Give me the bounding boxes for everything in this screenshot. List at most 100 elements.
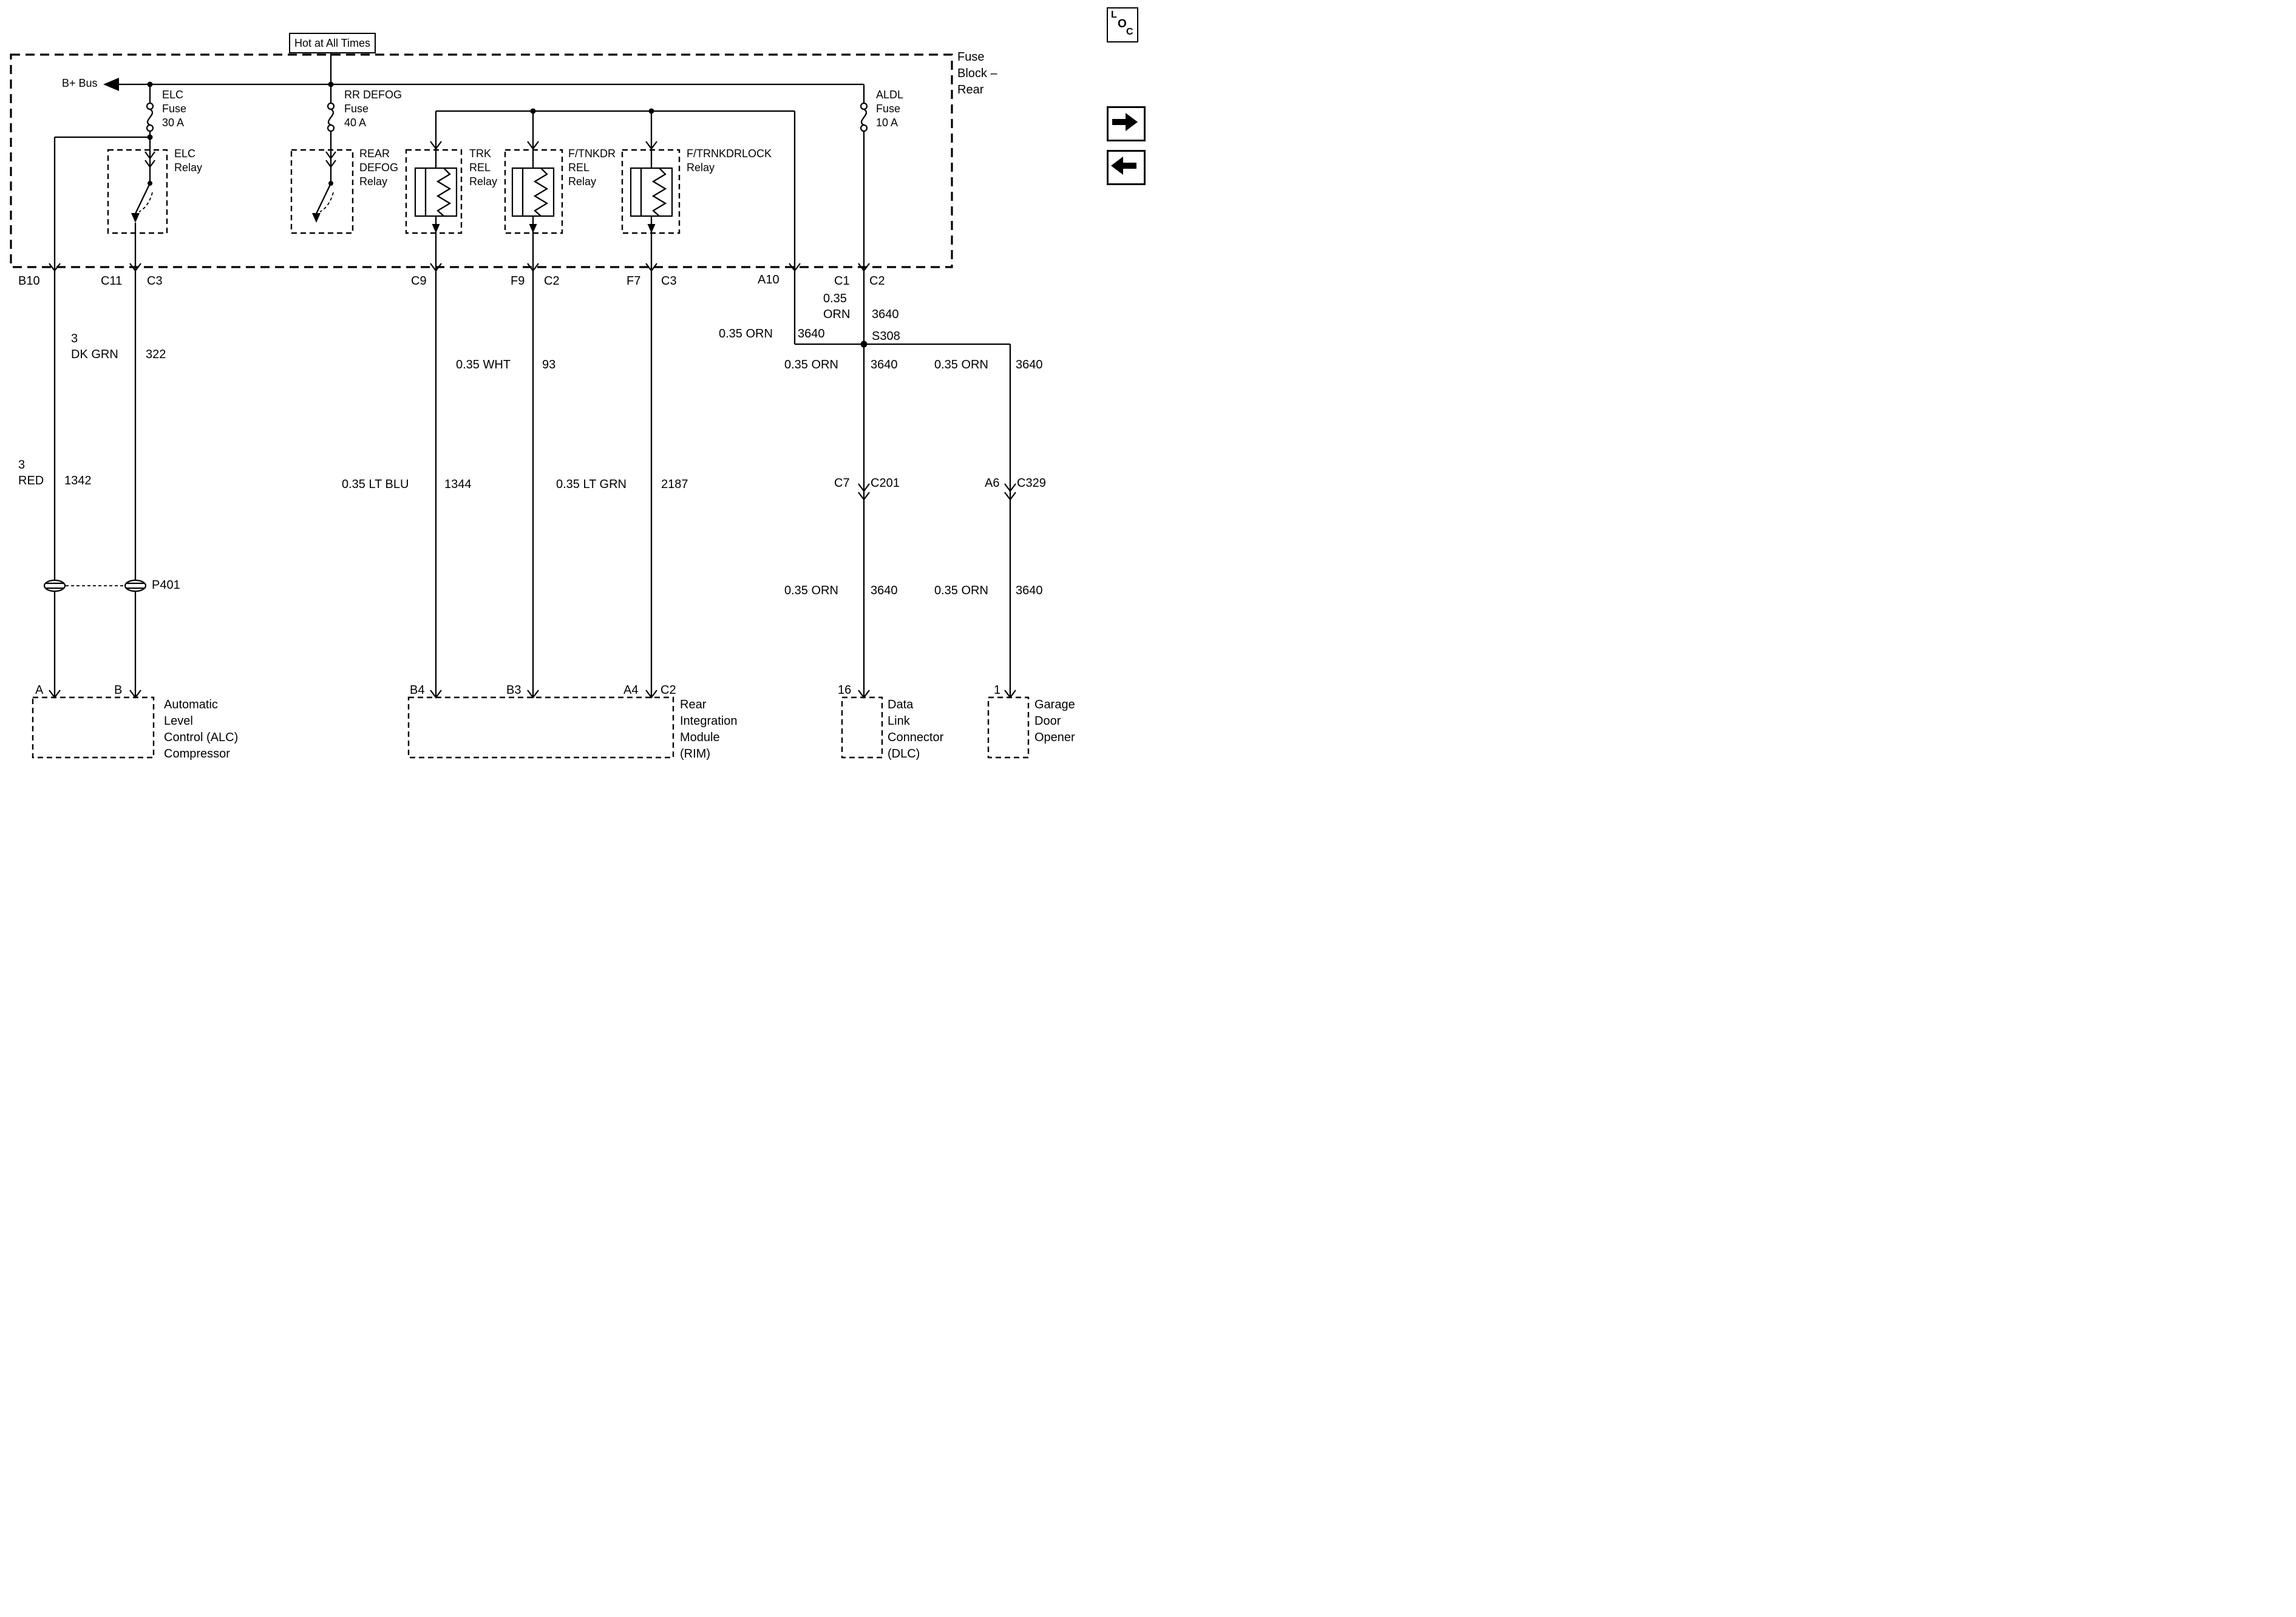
rr-defog-fuse-rating: 40 A (344, 117, 367, 129)
trk-rel-relay-label: REL (469, 161, 491, 174)
rim-name-line4: (RIM) (680, 747, 710, 761)
alc-compressor-box (32, 696, 155, 759)
wire-orn-dlc-upper-label: 0.35 ORN (784, 358, 838, 371)
block-pin-f9: F9 (511, 274, 525, 288)
fuse-block-outline (10, 53, 953, 268)
orn-splice-network (795, 341, 1011, 697)
wire-orn-c1-color: ORN (823, 308, 851, 321)
block-pin-c3-left: C3 (147, 274, 163, 288)
wire-orn-c1-size: 0.35 (823, 292, 847, 305)
wire-orn-gdo-upper-circuit: 3640 (1016, 358, 1043, 371)
loc-button[interactable]: L O C (1107, 7, 1138, 42)
wire-orn-a10-circuit: 3640 (798, 327, 825, 341)
ftnkdr-rel-relay-label: REL (568, 161, 590, 174)
wire-ltblu-circuit: 1344 (444, 478, 472, 491)
rim-name-line1: Rear (680, 698, 707, 711)
wire-wht-label: 0.35 WHT (456, 358, 511, 371)
block-pin-c3-right: C3 (661, 274, 677, 288)
dlc-box (841, 696, 883, 759)
rear-defog-relay-label: Relay (359, 175, 388, 188)
wire-orn-dlc-upper-circuit: 3640 (871, 358, 898, 371)
wire-dkgrn-color: DK GRN (71, 348, 118, 361)
alc-pin-b: B (114, 683, 123, 697)
block-pin-f7: F7 (627, 274, 641, 288)
connector-c329-name: C329 (1017, 476, 1046, 490)
p401-connector-symbols (43, 579, 147, 592)
rr-defog-fuse-label: Fuse (344, 103, 369, 115)
elc-fuse-symbol (53, 102, 154, 697)
elc-fuse-rating: 30 A (162, 117, 185, 129)
gdo-name-line2: Door (1034, 714, 1061, 728)
bus-label: B+ Bus (62, 77, 98, 89)
rim-conn-c2: C2 (661, 683, 676, 697)
wire-orn-gdo-upper-label: 0.35 ORN (934, 358, 988, 371)
connector-c329-pin: A6 (985, 476, 1000, 490)
alc-name-line2: Level (164, 714, 193, 728)
wire-ltgrn-circuit: 2187 (661, 478, 688, 491)
gdo-pin-1: 1 (994, 683, 1001, 697)
arrow-left-icon (1111, 157, 1136, 175)
component-pin-connectors (49, 690, 1016, 699)
wire-orn-dlc-lower-label: 0.35 ORN (784, 584, 838, 597)
rear-defog-relay-label: DEFOG (359, 161, 399, 174)
trk-rel-relay-label: TRK (469, 147, 491, 160)
trk-rel-relay-label: Relay (469, 175, 498, 188)
aldl-fuse-symbol (860, 102, 868, 697)
connector-p401-label: P401 (152, 578, 180, 592)
wire-red-circuit: 1342 (64, 474, 92, 487)
rear-defog-relay-label: REAR (359, 147, 390, 160)
loc-letter-c: C (1126, 27, 1133, 37)
splice-s308-label: S308 (872, 330, 900, 343)
ftrnkdrlock-relay-label: F/TRNKDRLOCK (687, 147, 772, 160)
wire-orn-gdo-lower-label: 0.35 ORN (934, 584, 988, 597)
rim-name-line2: Integration (680, 714, 738, 728)
block-pin-c9: C9 (411, 274, 427, 288)
rr-defog-fuse-label: RR DEFOG (344, 89, 402, 101)
relay-boxes (107, 149, 681, 234)
hot-at-all-times-label: Hot at All Times (289, 33, 376, 53)
gdo-name-line3: Opener (1034, 731, 1075, 744)
fuse-block-title-line3: Rear (957, 83, 984, 97)
connector-c201-pin: C7 (834, 476, 850, 490)
ftnkdr-rel-relay-label: F/TNKDR (568, 147, 616, 160)
elc-fuse-label: ELC (162, 89, 184, 101)
block-pin-c1: C1 (834, 274, 850, 288)
aldl-fuse-rating: 10 A (876, 117, 898, 129)
elc-relay-label: Relay (174, 161, 203, 174)
connector-c201-name: C201 (871, 476, 900, 490)
arrow-right-icon (1112, 113, 1138, 131)
block-pin-b10: B10 (18, 274, 40, 288)
wire-red-gauge: 3 (18, 458, 25, 472)
rim-pin-b3: B3 (506, 683, 521, 697)
ftnkdr-rel-relay-label: Relay (568, 175, 597, 188)
block-pin-c11: C11 (101, 274, 123, 288)
bus-arrow-left-icon (103, 78, 119, 91)
trk-rel-relay-coil-symbol (414, 141, 458, 697)
wire-dkgrn-circuit: 322 (146, 348, 166, 361)
rim-box (407, 696, 674, 759)
dlc-pin-16: 16 (838, 683, 852, 697)
page-forward-button[interactable] (1107, 106, 1146, 141)
elc-relay-label: ELC (174, 147, 196, 160)
loc-letter-l: L (1111, 10, 1117, 20)
aldl-fuse-label: Fuse (876, 103, 901, 115)
page-back-button[interactable] (1107, 150, 1146, 185)
wire-wht-circuit: 93 (542, 358, 556, 371)
relay-coil-feed-line (435, 108, 796, 344)
alc-pin-a: A (35, 683, 44, 697)
block-pin-a10: A10 (758, 273, 779, 286)
aldl-fuse-label: ALDL (876, 89, 904, 101)
rear-defog-relay-switch-symbol (312, 151, 336, 223)
wire-red-color: RED (18, 474, 44, 487)
wire-orn-dlc-lower-circuit: 3640 (871, 584, 898, 597)
wire-ltgrn-label: 0.35 LT GRN (556, 478, 627, 491)
dlc-name-line1: Data (888, 698, 914, 711)
wiring-diagram: Hot at All Times B+ Bus Fuse Block – Rea… (0, 0, 1148, 808)
fuse-block-title-line1: Fuse (957, 50, 985, 64)
wire-dkgrn-gauge: 3 (71, 332, 78, 345)
block-pin-c2-mid: C2 (544, 274, 560, 288)
component-outline-boxes (32, 696, 1030, 759)
garage-door-opener-box (987, 696, 1030, 759)
inline-connector-c201 (858, 483, 870, 501)
fuse-block-exit-connectors (49, 263, 870, 272)
